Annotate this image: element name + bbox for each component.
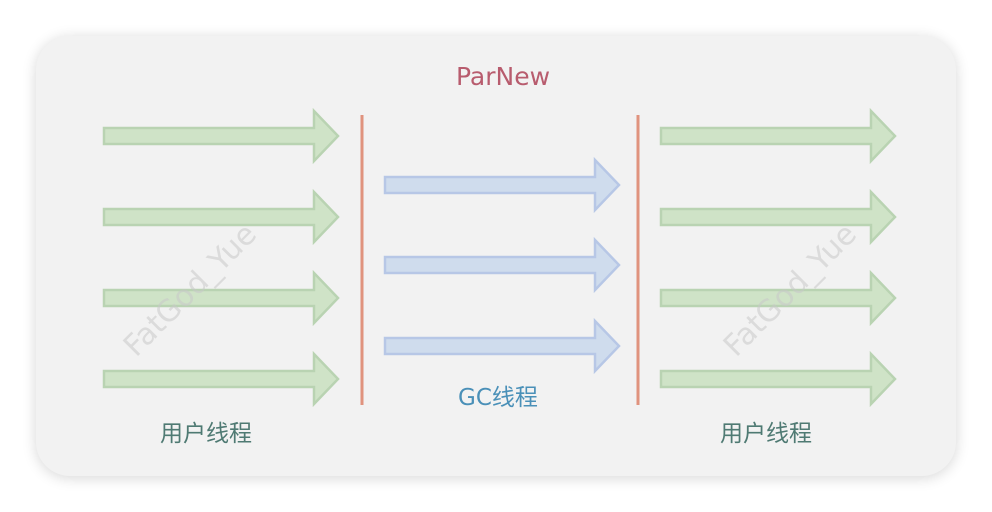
gc-threads-label: GC线程 xyxy=(458,385,538,411)
gc-thread-arrow-2 xyxy=(383,236,621,294)
user-threads-left-group xyxy=(102,107,340,408)
user-threads-label-right: 用户线程 xyxy=(720,421,812,447)
user-threads-label-left: 用户线程 xyxy=(160,421,252,447)
user-thread-right-arrow-1 xyxy=(659,107,897,165)
user-thread-left-arrow-1 xyxy=(102,107,340,165)
user-thread-right-arrow-4 xyxy=(659,350,897,408)
user-thread-left-arrow-3 xyxy=(102,269,340,327)
user-thread-right-arrow-2 xyxy=(659,188,897,246)
diagram-title: ParNew xyxy=(456,62,550,91)
gc-thread-arrow-3 xyxy=(383,317,621,375)
user-thread-left-arrow-2 xyxy=(102,188,340,246)
gc-threads-group xyxy=(383,156,621,375)
user-thread-right-arrow-3 xyxy=(659,269,897,327)
gc-thread-arrow-1 xyxy=(383,156,621,214)
user-thread-left-arrow-4 xyxy=(102,350,340,408)
user-threads-right-group xyxy=(659,107,897,408)
